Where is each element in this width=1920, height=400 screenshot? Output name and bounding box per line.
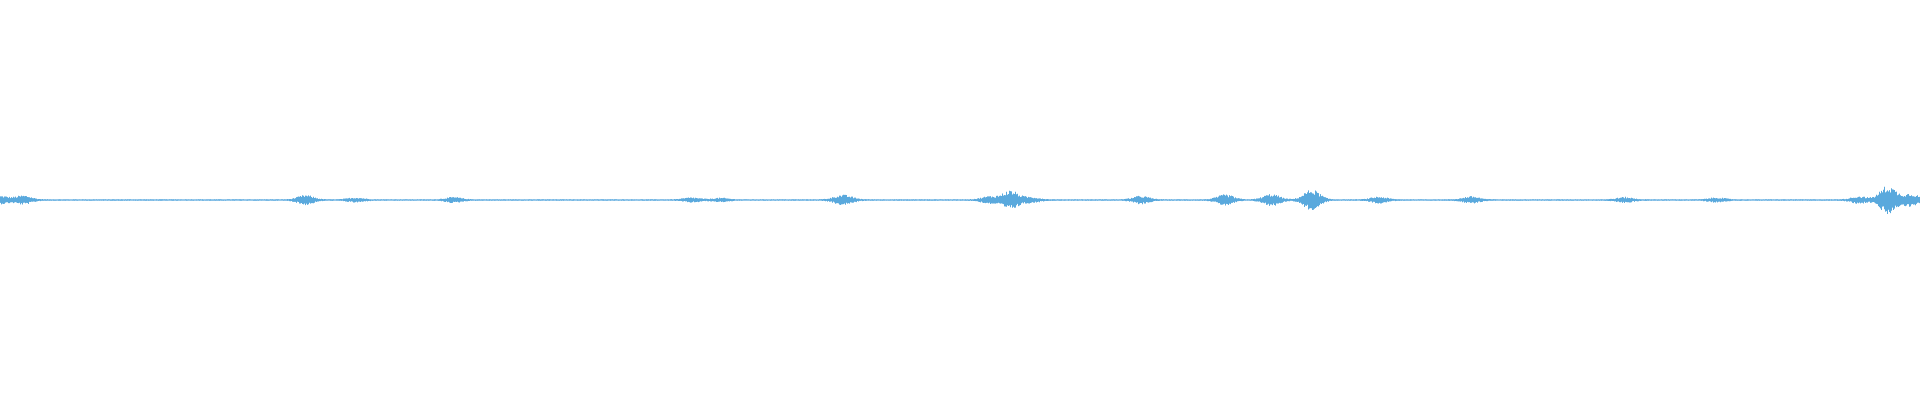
waveform-signal [0, 186, 1920, 215]
